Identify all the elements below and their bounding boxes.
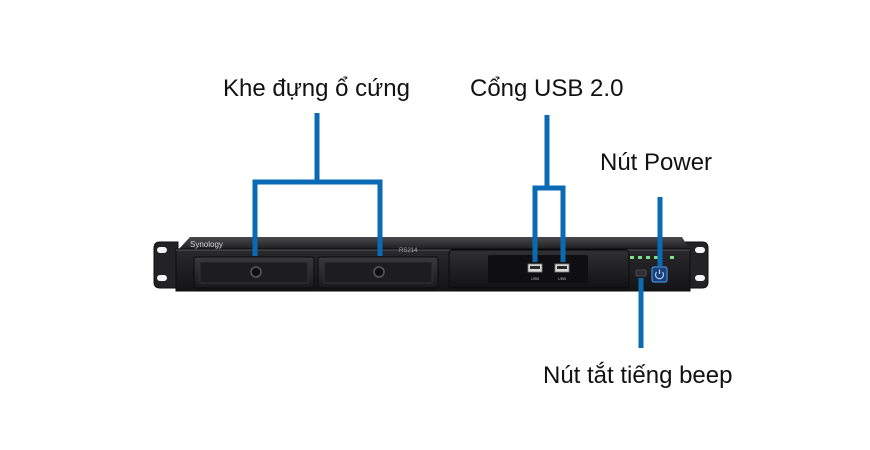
usb-port-1[interactable]: USB bbox=[527, 263, 543, 281]
status-led-5 bbox=[670, 256, 674, 259]
model-text: RS214 bbox=[399, 248, 418, 254]
usb-port-2[interactable]: USB bbox=[554, 263, 570, 281]
callout-drive-bays bbox=[252, 113, 383, 256]
label-beep-button: Nút tắt tiếng beep bbox=[543, 362, 733, 389]
usb-port-1-caption: USB bbox=[531, 276, 540, 281]
usb-port-2-caption: USB bbox=[558, 276, 567, 281]
drive-bay-1-lock-icon bbox=[250, 266, 262, 278]
drive-bay-1[interactable] bbox=[193, 256, 315, 289]
drive-bay-2[interactable] bbox=[317, 256, 439, 289]
brand-text: Synology bbox=[190, 240, 223, 249]
status-leds bbox=[630, 256, 674, 259]
power-button[interactable] bbox=[651, 266, 668, 283]
beep-button[interactable] bbox=[635, 269, 647, 277]
label-usb-ports: Cổng USB 2.0 bbox=[470, 75, 624, 102]
drive-bay-2-lock-icon bbox=[373, 266, 385, 278]
label-power-button: Nút Power bbox=[600, 149, 713, 176]
rack-ear-left bbox=[153, 241, 179, 289]
status-led-1 bbox=[630, 256, 634, 259]
label-drive-bays: Khe đựng ổ cứng bbox=[223, 75, 410, 102]
status-led-2 bbox=[638, 256, 642, 259]
power-icon bbox=[654, 269, 665, 280]
status-led-3 bbox=[646, 256, 650, 259]
callout-usb-ports bbox=[532, 115, 566, 262]
status-led-4 bbox=[654, 256, 658, 259]
